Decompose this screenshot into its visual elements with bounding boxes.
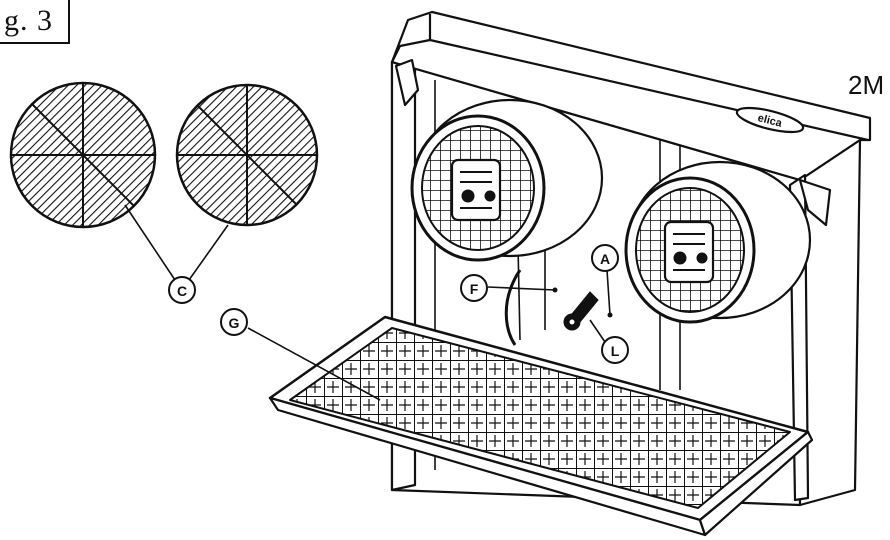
fan-left (410, 98, 604, 262)
figure-label-box: g. 3 (0, 0, 70, 44)
svg-text:L: L (611, 343, 620, 359)
svg-text:C: C (177, 283, 187, 299)
svg-text:A: A (600, 251, 610, 267)
fan-right (624, 160, 812, 324)
model-label: 2M (848, 70, 885, 100)
figure-label: g. 3 (4, 4, 53, 37)
callout-c-leaders (124, 204, 229, 281)
callout-f: F (460, 274, 488, 302)
brand-badge: elica (756, 112, 783, 130)
charcoal-filter-right (175, 83, 319, 227)
power-cable (504, 269, 522, 346)
callout-g: G (220, 308, 248, 336)
callout-g-leader (247, 327, 381, 401)
callout-c: C (168, 276, 196, 304)
charcoal-filter-left (9, 81, 157, 229)
svg-text:G: G (229, 315, 240, 331)
callout-a: A (591, 244, 619, 272)
svg-text:F: F (470, 281, 479, 297)
grease-filter-tray (268, 315, 814, 537)
callout-l: L (601, 336, 629, 364)
lamp-holder (563, 291, 599, 331)
callout-leaders (487, 269, 611, 343)
